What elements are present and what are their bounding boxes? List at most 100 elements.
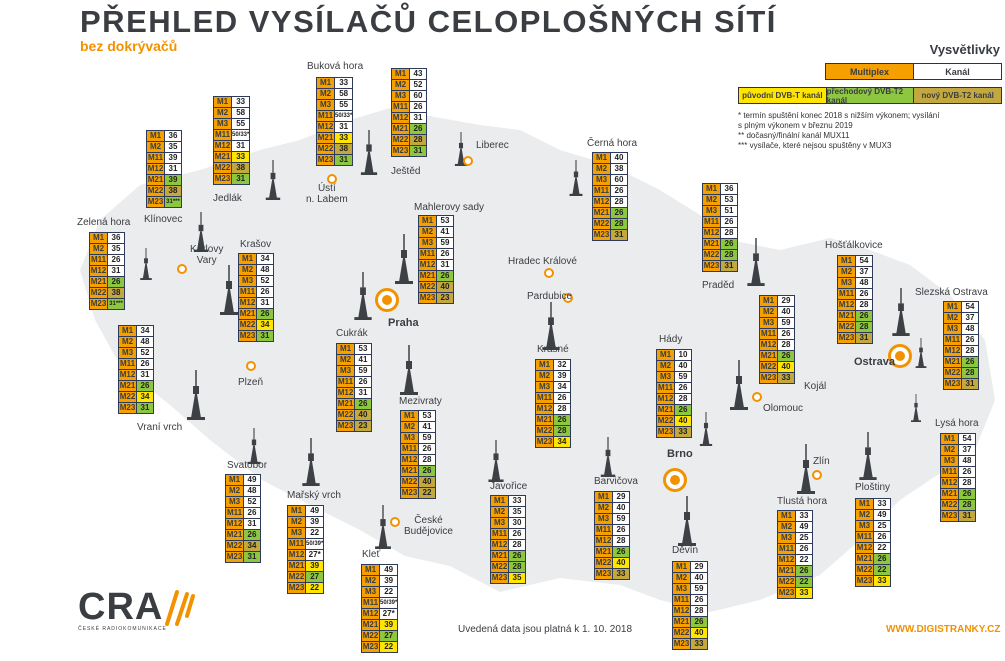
channel-cell: 26 [961,356,979,368]
channel-cell: 26 [418,443,436,455]
multiplex-cell: M21 [672,616,691,628]
channel-cell: 53 [436,215,454,227]
note: * termín spuštění konec 2018 s nižším vý… [738,111,940,120]
channel-cell: 22 [378,641,399,653]
city-label: Olomouc [763,403,804,414]
channel-cell: 26 [354,376,372,388]
multiplex-cell: M21 [361,619,380,631]
multiplex-cell: M3 [943,323,962,335]
multiplex-cell: M23 [336,420,355,432]
multiplex-cell: M21 [238,308,257,320]
multiplex-cell: M11 [837,288,856,300]
multiplex-cell: M11 [118,358,137,370]
channel-cell: 53 [418,410,436,422]
multiplex-cell: M23 [225,551,244,563]
multiplex-cell: M11 [940,466,959,478]
channel-cell: 26 [610,185,628,197]
multiplex-cell: M21 [391,123,410,135]
channel-cell: 33 [690,638,708,650]
channel-cell: 26 [690,594,708,606]
channel-cell: 33 [612,568,630,580]
multiplex-cell: M23 [594,568,613,580]
channel-cell: 33 [230,151,251,163]
multiplex-cell: M22 [418,281,437,293]
multiplex-cell: M11 [418,248,437,260]
multiplex-cell: M23 [391,145,410,157]
multiplex-cell: M1 [316,77,335,89]
multiplex-cell: M21 [535,414,554,426]
multiplex-cell: M1 [940,433,959,445]
channel-cell: 31 [230,140,251,152]
multiplex-cell: M23 [855,575,874,587]
channel-cell: 26 [553,392,571,404]
channel-cell: 22 [873,542,891,554]
logo-subtitle: ČESKÉ RADIOKOMUNIKACE [78,626,167,632]
transmitter-name: Vraní vrch [137,422,183,433]
channel-cell: 53 [720,194,738,206]
channel-cell: 26 [674,382,692,394]
multiplex-cell: M3 [316,99,335,111]
transmitter-name: Kleť [362,549,381,560]
channel-cell: 33 [674,426,692,438]
multiplex-cell: M3 [535,381,554,393]
channel-cell: 22 [418,487,436,499]
multiplex-cell: M22 [837,321,856,333]
note: ** dočasný/finální kanál MUX11 [738,131,850,140]
channel-cell: 54 [855,255,873,267]
channel-cell: 38 [333,143,354,155]
channel-cell: 28 [508,561,526,573]
multiplex-cell: M23 [316,154,335,166]
channel-cell: 31 [333,121,354,133]
channel-cell: 50/33* [230,129,251,141]
website-link[interactable]: WWW.DIGISTRANKY.CZ [886,624,1001,635]
multiplex-cell: M22 [777,576,796,588]
transmitter-tower-icon [352,272,374,320]
multiplex-cell: M1 [855,498,874,510]
multiplex-cell: M11 [672,594,691,606]
multiplex-cell: M1 [672,561,691,573]
transmitter-tower-icon [745,238,767,286]
channel-cell: 34 [136,391,154,403]
transmitter-name: Mařský vrch [287,490,341,501]
multiplex-cell: M11 [225,507,244,519]
multiplex-cell: M3 [672,583,691,595]
channel-cell: 38 [107,287,125,299]
channel-cell: 26 [777,328,795,340]
transmitter-name: Děvín [672,545,699,556]
transmitter-tower-icon [185,370,207,420]
channel-cell: 39 [378,575,399,587]
multiplex-cell: M1 [400,410,419,422]
multiplex-cell: M12 [535,403,554,415]
channel-cell: 34 [553,436,571,448]
transmitter-name: Kojál [804,381,827,392]
